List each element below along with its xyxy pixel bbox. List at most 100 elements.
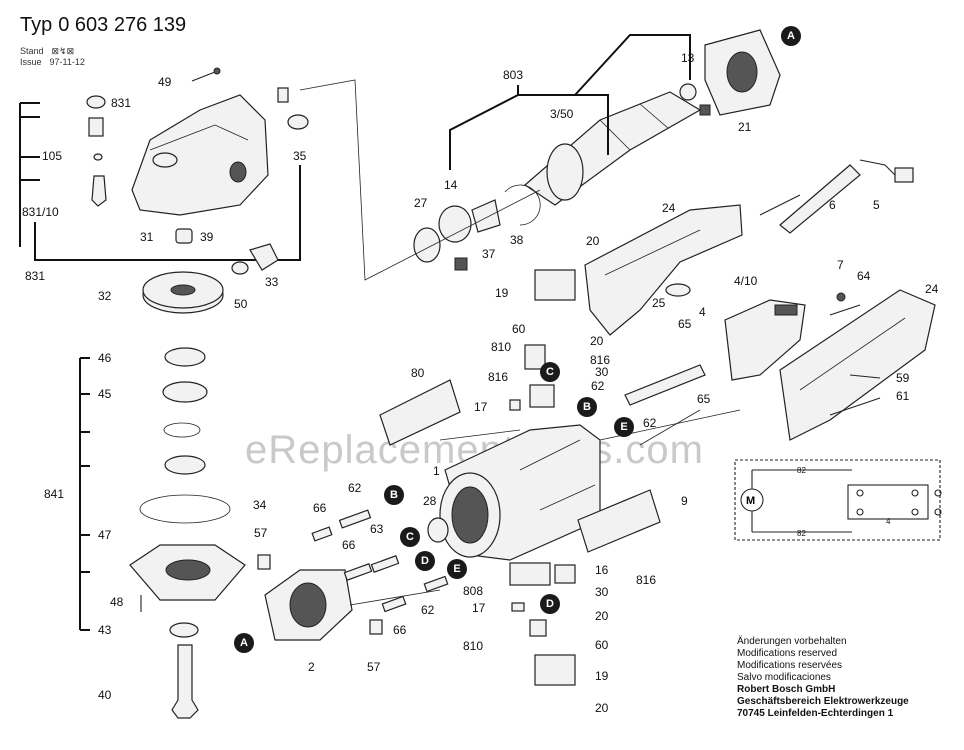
part-47: 47 xyxy=(98,528,112,542)
handle-half-24 xyxy=(584,204,743,336)
bracket-841 xyxy=(79,357,90,631)
part-9: 9 xyxy=(681,494,688,508)
carbon-brushes xyxy=(257,509,449,635)
part-20-d: 20 xyxy=(595,701,609,715)
footer-division: Geschäftsbereich Elektrowerkzeuge xyxy=(737,696,909,707)
part-6: 6 xyxy=(829,198,836,212)
part-19-b: 19 xyxy=(595,669,609,683)
callout-c-low: C xyxy=(400,527,420,547)
motor-housing-1 xyxy=(439,424,601,561)
part-21: 21 xyxy=(738,120,752,134)
part-30-b: 30 xyxy=(595,585,609,599)
part-20-a: 20 xyxy=(586,234,600,248)
callout-a-top: A xyxy=(781,26,801,46)
armature xyxy=(524,83,702,206)
part-24-top: 24 xyxy=(662,201,676,215)
part-39: 39 xyxy=(200,230,214,244)
part-35: 35 xyxy=(293,149,307,163)
part-46: 46 xyxy=(98,351,112,365)
part-14: 14 xyxy=(444,178,458,192)
callout-a-left: A xyxy=(234,633,254,653)
screw-49 xyxy=(191,67,221,82)
small-parts-39-33-50 xyxy=(175,87,309,275)
part-16: 16 xyxy=(595,563,609,577)
switch-brackets xyxy=(509,269,706,686)
bearing-stack xyxy=(129,347,246,719)
callout-b-low: B xyxy=(384,485,404,505)
part-831-10: 831/10 xyxy=(22,205,59,219)
part-808: 808 xyxy=(463,584,484,598)
part-32: 32 xyxy=(98,289,112,303)
callout-d-right: D xyxy=(540,594,560,614)
part-28: 28 xyxy=(423,494,437,508)
part-31: 31 xyxy=(140,230,154,244)
svg-text:M: M xyxy=(746,495,755,507)
part-20-c: 20 xyxy=(595,609,609,623)
part-62-b: 62 xyxy=(643,416,657,430)
part-43: 43 xyxy=(98,623,112,637)
part-810-a: 810 xyxy=(491,340,512,354)
part-19-a: 19 xyxy=(495,286,509,300)
part-57-a: 57 xyxy=(254,526,268,540)
footer-company: Robert Bosch GmbH xyxy=(737,684,836,695)
callout-d-low: D xyxy=(415,551,435,571)
bracket-831 xyxy=(19,102,301,261)
handle-half-24-right xyxy=(779,289,936,441)
part-66-a: 66 xyxy=(313,501,327,515)
part-59: 59 xyxy=(896,371,910,385)
part-65-b: 65 xyxy=(697,392,711,406)
part-40: 40 xyxy=(98,688,112,702)
part-816-c: 816 xyxy=(636,573,657,587)
part-105: 105 xyxy=(42,149,63,163)
part-4: 4 xyxy=(699,305,706,319)
cord-and-plug xyxy=(759,159,914,234)
footer-line-de: Änderungen vorbehalten xyxy=(737,636,847,647)
part-49: 49 xyxy=(158,75,172,89)
part-27: 27 xyxy=(414,196,428,210)
callout-c-mid: C xyxy=(540,362,560,382)
footer-line-es: Salvo modificaciones xyxy=(737,672,831,683)
part-62-d: 62 xyxy=(421,603,435,617)
issue-label: Issue xyxy=(20,57,42,67)
part-3-50: 3/50 xyxy=(550,107,574,121)
part-64: 64 xyxy=(857,269,871,283)
bevel-gear-32 xyxy=(142,271,224,314)
part-65-a: 65 xyxy=(678,317,692,331)
bracket-803 xyxy=(449,34,691,170)
part-2: 2 xyxy=(308,660,315,674)
handle-screws xyxy=(829,292,881,416)
stand-label: Stand xyxy=(20,46,44,56)
footer-notes: Änderungen vorbehalten Modifications res… xyxy=(737,636,909,720)
part-30-a: 30 xyxy=(595,365,609,379)
bearings-14-27 xyxy=(413,104,711,271)
schematic-label-82-bottom: 82 xyxy=(797,529,806,538)
switch-assembly-4 xyxy=(665,283,806,381)
part-1: 1 xyxy=(433,464,440,478)
part-25: 25 xyxy=(652,296,666,310)
part-7: 7 xyxy=(837,258,844,272)
type-number: 0 603 276 139 xyxy=(58,14,187,36)
part-816-a: 816 xyxy=(590,353,611,367)
part-38: 38 xyxy=(510,233,524,247)
part-60-b: 60 xyxy=(595,638,609,652)
part-831-bottom: 831 xyxy=(25,269,46,283)
issue-value: 97-11-12 xyxy=(49,57,85,67)
stand-value: ⊠↯⊠ xyxy=(51,46,75,56)
part-816-b: 816 xyxy=(488,370,509,384)
part-45: 45 xyxy=(98,387,112,401)
footer-line-fr: Modifications reservées xyxy=(737,660,843,671)
part-57-b: 57 xyxy=(367,660,381,674)
footer-address: 70745 Leinfelden-Echterdingen 1 xyxy=(737,708,894,719)
part-4-10: 4/10 xyxy=(734,274,758,288)
fan-baffle-21 xyxy=(704,29,781,116)
part-803: 803 xyxy=(503,68,524,82)
type-label: Typ xyxy=(20,14,53,36)
callout-e-low: E xyxy=(447,559,467,579)
part-17-b: 17 xyxy=(472,601,486,615)
part-80: 80 xyxy=(411,366,425,380)
part-17-a: 17 xyxy=(474,400,488,414)
spindle-lock-parts xyxy=(86,95,107,207)
part-20-b: 20 xyxy=(590,334,604,348)
